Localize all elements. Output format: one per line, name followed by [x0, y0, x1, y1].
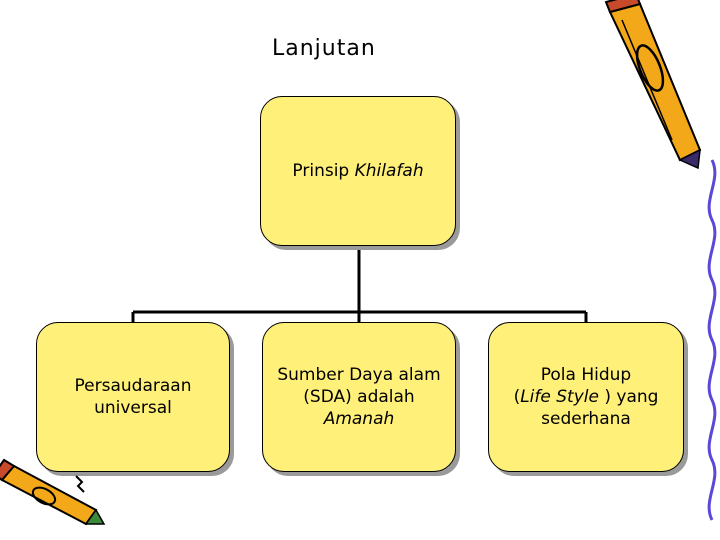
child-1-line-2: universal: [94, 398, 172, 418]
child-2-line-1: Sumber Daya alam: [277, 364, 441, 385]
child-node-3: Pola Hidup (Life Style ) yang sederhana: [488, 322, 684, 472]
pencil-icon: [604, 0, 702, 170]
child-3-italic: Life Style: [520, 386, 599, 407]
child-1-line-1: Persaudaraan: [74, 375, 192, 396]
child-2-line-3: Amanah: [323, 409, 395, 430]
child-3-open-paren: (: [513, 386, 521, 407]
child-3-line-2: (Life Style ) yang: [514, 386, 659, 408]
child-3-line-1: Pola Hidup: [540, 364, 632, 385]
root-node: Prinsip Khilafah: [260, 96, 456, 246]
child-node-2: Sumber Daya alam (SDA) adalah Amanah: [262, 322, 456, 472]
child-3-line-3: sederhana: [541, 409, 631, 430]
page-title: Lanjutan: [272, 36, 376, 61]
root-label: Prinsip: [292, 160, 355, 181]
child-3-close: ) yang: [598, 386, 659, 407]
child-2-line-2: (SDA) adalah: [303, 386, 415, 407]
squiggle-line: [707, 159, 717, 521]
pencil-icon-small: [0, 458, 106, 526]
root-label-italic: Khilafah: [354, 160, 424, 181]
child-node-1: Persaudaraan universal: [36, 322, 230, 472]
